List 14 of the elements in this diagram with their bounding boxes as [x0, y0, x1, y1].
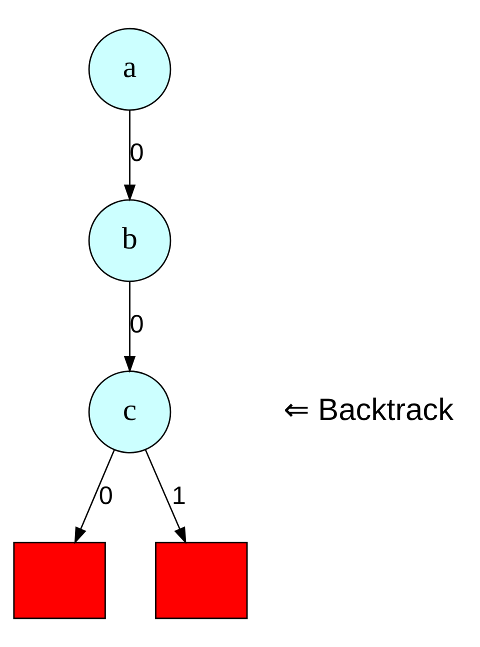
node-circle: c — [88, 370, 172, 454]
arrow — [124, 110, 136, 202]
node-circle: b — [88, 199, 172, 282]
node-label: ⇐ Backtrack — [283, 392, 454, 427]
edge-label: 0 — [130, 310, 144, 338]
edge-label: 0 — [130, 139, 144, 168]
arrow — [144, 449, 186, 544]
node-circle: a — [88, 28, 172, 111]
edge-label: 0 — [98, 482, 113, 510]
node-box — [13, 542, 106, 620]
arrow — [74, 449, 116, 544]
node-box — [155, 542, 248, 620]
arrow — [124, 282, 136, 373]
edge-label: 1 — [172, 482, 186, 510]
